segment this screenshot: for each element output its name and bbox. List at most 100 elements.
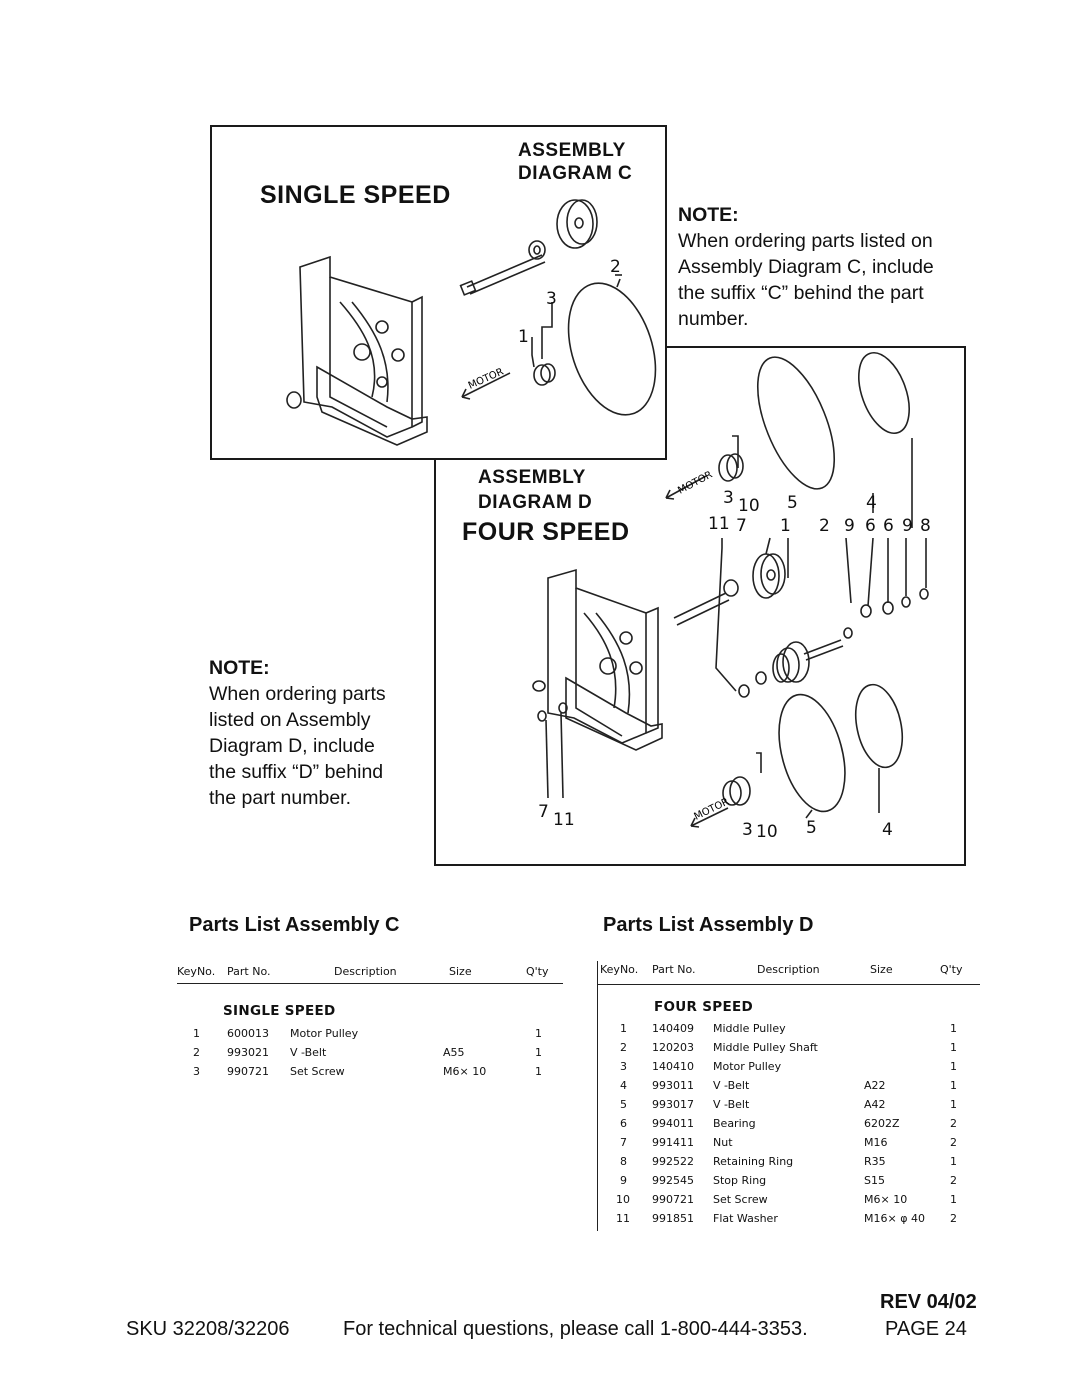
cell-key: 3: [620, 1060, 627, 1073]
cell-key: 4: [620, 1079, 627, 1092]
note-d-line: listed on Assembly: [209, 709, 371, 731]
cell-qty: 1: [950, 1022, 957, 1035]
callout-d-9: 9: [902, 516, 913, 536]
tech-support-line: For technical questions, please call 1-8…: [343, 1318, 808, 1340]
table-row: 2 993021 V -Belt A55 1: [177, 1046, 563, 1065]
cell-size: M16× φ 40: [864, 1212, 925, 1225]
col-keyno: KeyNo.: [177, 965, 216, 978]
cell-part: 990721: [652, 1193, 694, 1206]
section-heading: SINGLE SPEED: [223, 1003, 336, 1019]
cell-qty: 1: [535, 1046, 542, 1059]
cell-qty: 1: [950, 1155, 957, 1168]
col-description: Description: [757, 963, 820, 976]
cell-qty: 2: [950, 1174, 957, 1187]
cell-size: M6× 10: [443, 1065, 487, 1078]
callout-c-3: 3: [546, 289, 557, 309]
cell-key: 11: [616, 1212, 630, 1225]
note-c: NOTE: When ordering parts listed on Asse…: [678, 202, 978, 332]
table-row: 1 140409 Middle Pulley 1: [598, 1022, 980, 1041]
cell-size: S15: [864, 1174, 885, 1187]
callout-d-6: 6: [883, 516, 894, 536]
table-row: 10 990721 Set Screw M6× 10 1: [598, 1193, 980, 1212]
note-c-line: number.: [678, 308, 749, 330]
callout-d-9: 9: [844, 516, 855, 536]
note-d-title: NOTE:: [209, 657, 270, 679]
cell-qty: 2: [950, 1136, 957, 1149]
note-d-line: the part number.: [209, 787, 352, 809]
motor-label-d-top: MOTOR: [676, 469, 714, 496]
cell-desc: Motor Pulley: [290, 1027, 359, 1040]
callout-d-4: 4: [882, 820, 893, 840]
cell-part: 140409: [652, 1022, 694, 1035]
callout-d-10: 10: [756, 822, 778, 842]
diagram-c-heading-2: DIAGRAM C: [518, 163, 633, 184]
cell-part: 990721: [227, 1065, 269, 1078]
revision-label: REV 04/02: [880, 1291, 977, 1313]
note-c-title: NOTE:: [678, 204, 739, 226]
parts-table-d: KeyNo. Part No. Description Size Q'ty FO…: [597, 961, 980, 1231]
table-row: 5 993017 V -Belt A42 1: [598, 1098, 980, 1117]
table-header: KeyNo. Part No. Description Size Q'ty: [598, 961, 980, 985]
col-size: Size: [870, 963, 893, 976]
cell-part: 993011: [652, 1079, 694, 1092]
note-c-line: Assembly Diagram C, include: [678, 256, 934, 278]
callout-d-11: 11: [708, 514, 730, 534]
cell-key: 9: [620, 1174, 627, 1187]
cell-qty: 1: [950, 1098, 957, 1111]
callout-d-5: 5: [806, 818, 817, 838]
note-c-line: When ordering parts listed on: [678, 230, 933, 252]
col-partno: Part No.: [227, 965, 271, 978]
diagram-c-title: SINGLE SPEED: [260, 181, 451, 209]
col-qty: Q'ty: [526, 965, 549, 978]
col-partno: Part No.: [652, 963, 696, 976]
callout-d-4: 4: [866, 493, 877, 513]
cell-key: 3: [193, 1065, 200, 1078]
col-description: Description: [334, 965, 397, 978]
cell-desc: V -Belt: [290, 1046, 327, 1059]
callout-d-6: 6: [865, 516, 876, 536]
cell-desc: Middle Pulley: [713, 1022, 786, 1035]
cell-part: 991851: [652, 1212, 694, 1225]
cell-size: A55: [443, 1046, 465, 1059]
note-d-line: the suffix “D” behind: [209, 761, 384, 783]
col-keyno: KeyNo.: [600, 963, 639, 976]
diagram-c-heading-1: ASSEMBLY: [518, 140, 626, 161]
cell-part: 993017: [652, 1098, 694, 1111]
table-row: 6 994011 Bearing 6202Z 2: [598, 1117, 980, 1136]
page-number: PAGE 24: [885, 1318, 967, 1340]
motor-label-c: MOTOR: [467, 366, 506, 391]
cell-part: 993021: [227, 1046, 269, 1059]
table-row: 8 992522 Retaining Ring R35 1: [598, 1155, 980, 1174]
parts-table-c: KeyNo. Part No. Description Size Q'ty SI…: [177, 963, 563, 1083]
cell-key: 10: [616, 1193, 630, 1206]
cell-desc: Set Screw: [290, 1065, 345, 1078]
cell-qty: 1: [950, 1041, 957, 1054]
table-row: 2 120203 Middle Pulley Shaft 1: [598, 1041, 980, 1060]
cell-part: 140410: [652, 1060, 694, 1073]
parts-list-c-title: Parts List Assembly C: [189, 914, 400, 936]
callout-c-2: 2: [610, 257, 621, 277]
table-header: KeyNo. Part No. Description Size Q'ty: [177, 963, 563, 984]
callout-d-1: 1: [780, 516, 791, 536]
callout-d-8: 8: [920, 516, 931, 536]
note-d-line: When ordering parts: [209, 683, 386, 705]
table-row: 11 991851 Flat Washer M16× φ 40 2: [598, 1212, 980, 1231]
table-row: 9 992545 Stop Ring S15 2: [598, 1174, 980, 1193]
cell-qty: 1: [950, 1060, 957, 1073]
parts-list-d-title: Parts List Assembly D: [603, 914, 814, 936]
table-row: 3 140410 Motor Pulley 1: [598, 1060, 980, 1079]
table-row: 1 600013 Motor Pulley 1: [177, 1027, 563, 1046]
table-row: 3 990721 Set Screw M6× 10 1: [177, 1065, 563, 1084]
callout-c-1: 1: [518, 327, 529, 347]
cell-size: 6202Z: [864, 1117, 900, 1130]
cell-qty: 1: [535, 1065, 542, 1078]
col-qty: Q'ty: [940, 963, 963, 976]
cell-qty: 2: [950, 1117, 957, 1130]
callout-d-3: 3: [723, 488, 734, 508]
callout-d-5: 5: [787, 493, 798, 513]
cell-desc: Set Screw: [713, 1193, 768, 1206]
note-d: NOTE: When ordering parts listed on Asse…: [209, 655, 429, 811]
sku-label: SKU 32208/32206: [126, 1318, 290, 1340]
diagram-c-drawing: MOTOR: [286, 199, 657, 446]
cell-size: R35: [864, 1155, 886, 1168]
